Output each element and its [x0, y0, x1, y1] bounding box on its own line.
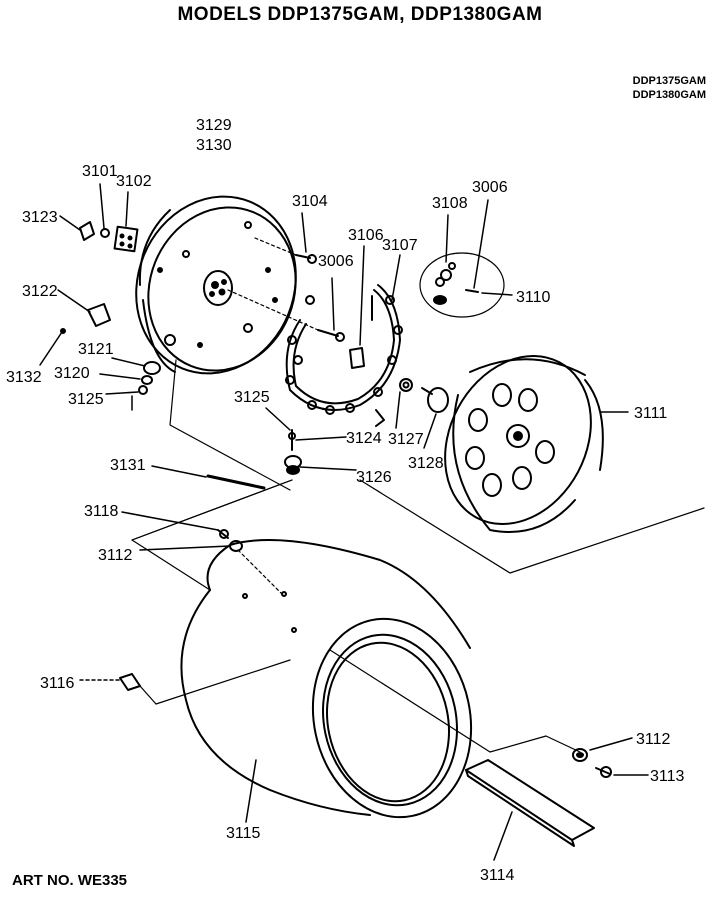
label-3131: 3131	[110, 457, 146, 474]
part-3124-3125-3126	[265, 407, 357, 475]
label-3107: 3107	[382, 237, 418, 254]
part-3123-clip	[59, 215, 95, 241]
label-3006-right: 3006	[472, 179, 508, 196]
label-3125-left: 3125	[68, 391, 104, 408]
label-3123: 3123	[22, 209, 58, 226]
label-3114: 3114	[480, 867, 515, 884]
label-3120: 3120	[54, 365, 90, 382]
reference-lines	[131, 359, 705, 591]
label-3113: 3113	[650, 768, 685, 785]
label-3116: 3116	[40, 675, 75, 692]
label-3126: 3126	[356, 469, 392, 486]
lower-reference-lines	[155, 649, 581, 753]
front-bulkhead	[444, 354, 629, 533]
label-3112-lower: 3112	[636, 731, 671, 748]
label-3110: 3110	[516, 289, 551, 306]
part-3114-baffle	[465, 759, 595, 861]
label-3006-upper: 3006	[318, 253, 354, 270]
drum	[180, 539, 473, 823]
part-3122-bracket	[57, 289, 111, 327]
label-3106: 3106	[348, 227, 384, 244]
label-3101: 3101	[82, 163, 118, 180]
label-3115: 3115	[226, 825, 261, 842]
part-3118-3112-top	[121, 511, 283, 595]
label-3129: 3129	[196, 117, 232, 134]
part-3132-pin	[39, 328, 66, 366]
rear-bulkhead	[135, 195, 297, 375]
part-3116-clip	[79, 673, 157, 705]
label-3128: 3128	[408, 455, 444, 472]
label-3112-upper: 3112	[98, 547, 133, 564]
part-labels: 3101 3102 3123 3129 3130 3104 3006 3106 …	[6, 117, 685, 884]
model-note-line-2: DDP1380GAM	[632, 89, 706, 101]
diagram-title: MODELS DDP1375GAM, DDP1380GAM	[177, 4, 543, 25]
label-3118: 3118	[84, 503, 119, 520]
part-3104-screw	[254, 212, 317, 264]
part-3006-screw	[227, 277, 345, 342]
model-note-line-1: DDP1375GAM	[632, 75, 706, 87]
part-3102-plate	[113, 191, 139, 253]
label-3127: 3127	[388, 431, 424, 448]
label-3124: 3124	[346, 430, 382, 447]
label-3130: 3130	[196, 137, 232, 154]
art-number: ART NO. WE335	[12, 872, 128, 889]
part-3131-rod	[151, 465, 266, 490]
part-3108-3110-hardware	[419, 199, 513, 318]
model-note: DDP1375GAM DDP1380GAM	[633, 74, 706, 102]
label-3121: 3121	[78, 341, 114, 358]
label-3108: 3108	[432, 195, 468, 212]
part-3112-3113-bottom	[572, 737, 649, 778]
label-3102: 3102	[116, 173, 152, 190]
part-3127-3128	[395, 378, 449, 449]
label-3125-center: 3125	[234, 389, 270, 406]
label-3122: 3122	[22, 283, 58, 300]
label-3132: 3132	[6, 369, 42, 386]
label-3104: 3104	[292, 193, 328, 210]
part-3101-washer	[99, 183, 110, 238]
heater-coil	[285, 245, 403, 427]
part-3121-3120-3125-hardware	[99, 357, 161, 411]
label-3111: 3111	[634, 405, 667, 422]
